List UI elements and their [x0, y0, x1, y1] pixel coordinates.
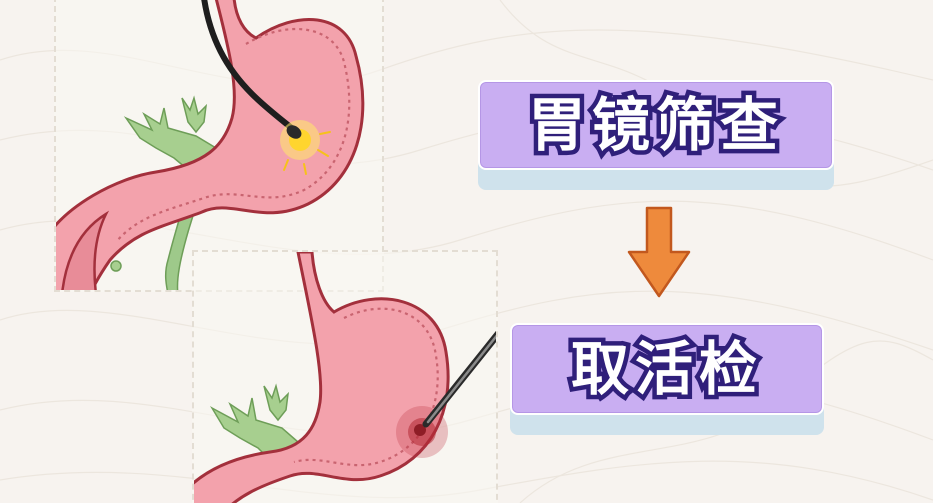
step-box: 胃镜筛查	[478, 80, 834, 170]
step-endoscopy-screening: 胃镜筛查	[478, 80, 834, 190]
biopsy-panel	[192, 250, 498, 503]
step-biopsy: 取活检	[510, 323, 824, 435]
stomach-endoscope-icon	[56, 0, 365, 290]
step-label: 胃镜筛查	[523, 91, 784, 159]
step-box: 取活检	[510, 323, 824, 415]
step-label: 取活检	[566, 335, 763, 403]
stomach-biopsy-icon	[194, 252, 496, 503]
endoscopy-panel	[54, 0, 384, 292]
arrow-down-icon	[627, 206, 691, 298]
